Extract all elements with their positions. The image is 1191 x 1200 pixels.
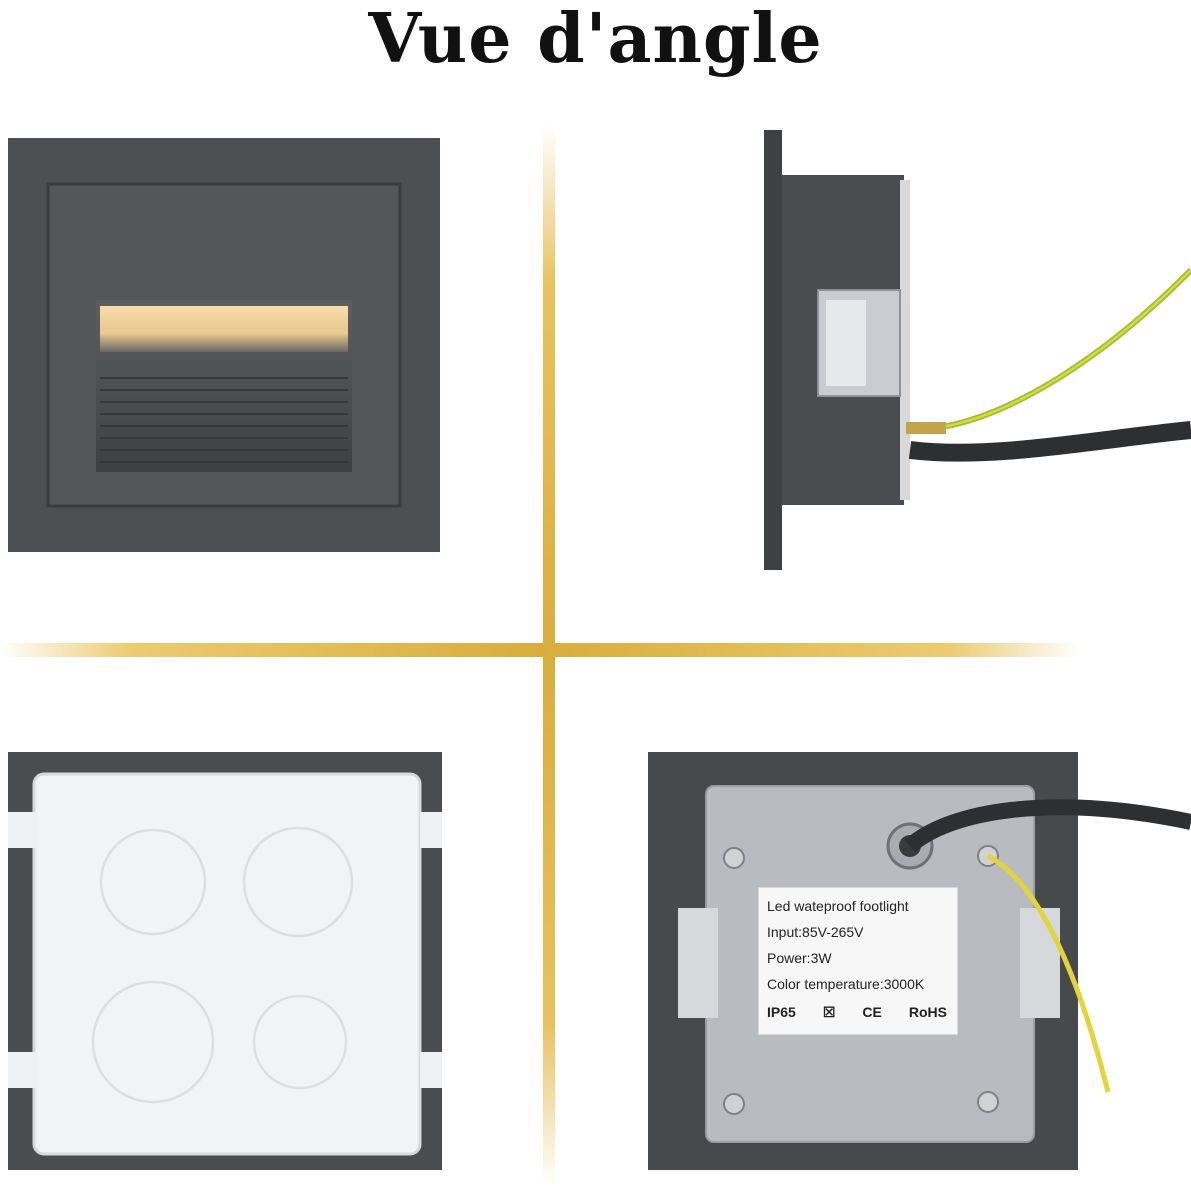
horizontal-divider	[0, 643, 1080, 657]
label-rohs-mark: RoHS	[908, 1004, 947, 1020]
front-view-image	[8, 138, 440, 552]
mounting-box-image	[8, 752, 442, 1170]
weee-icon: ☒	[822, 1004, 836, 1020]
side-view-image	[764, 130, 1191, 570]
label-ip-rating: IP65	[767, 1004, 796, 1020]
label-ce-mark: CE	[862, 1004, 882, 1020]
label-input: Input:85V-265V	[767, 924, 864, 940]
label-power: Power:3W	[767, 950, 832, 966]
page-title: Vue d'angle	[368, 0, 823, 79]
label-product-name: Led wateproof footlight	[767, 898, 909, 914]
label-color-temperature: Color temperature:3000K	[767, 976, 925, 992]
label-certifications: IP65 ☒ CE RoHS	[767, 1004, 947, 1021]
product-label: Led wateproof footlight Input:85V-265V P…	[758, 887, 958, 1035]
